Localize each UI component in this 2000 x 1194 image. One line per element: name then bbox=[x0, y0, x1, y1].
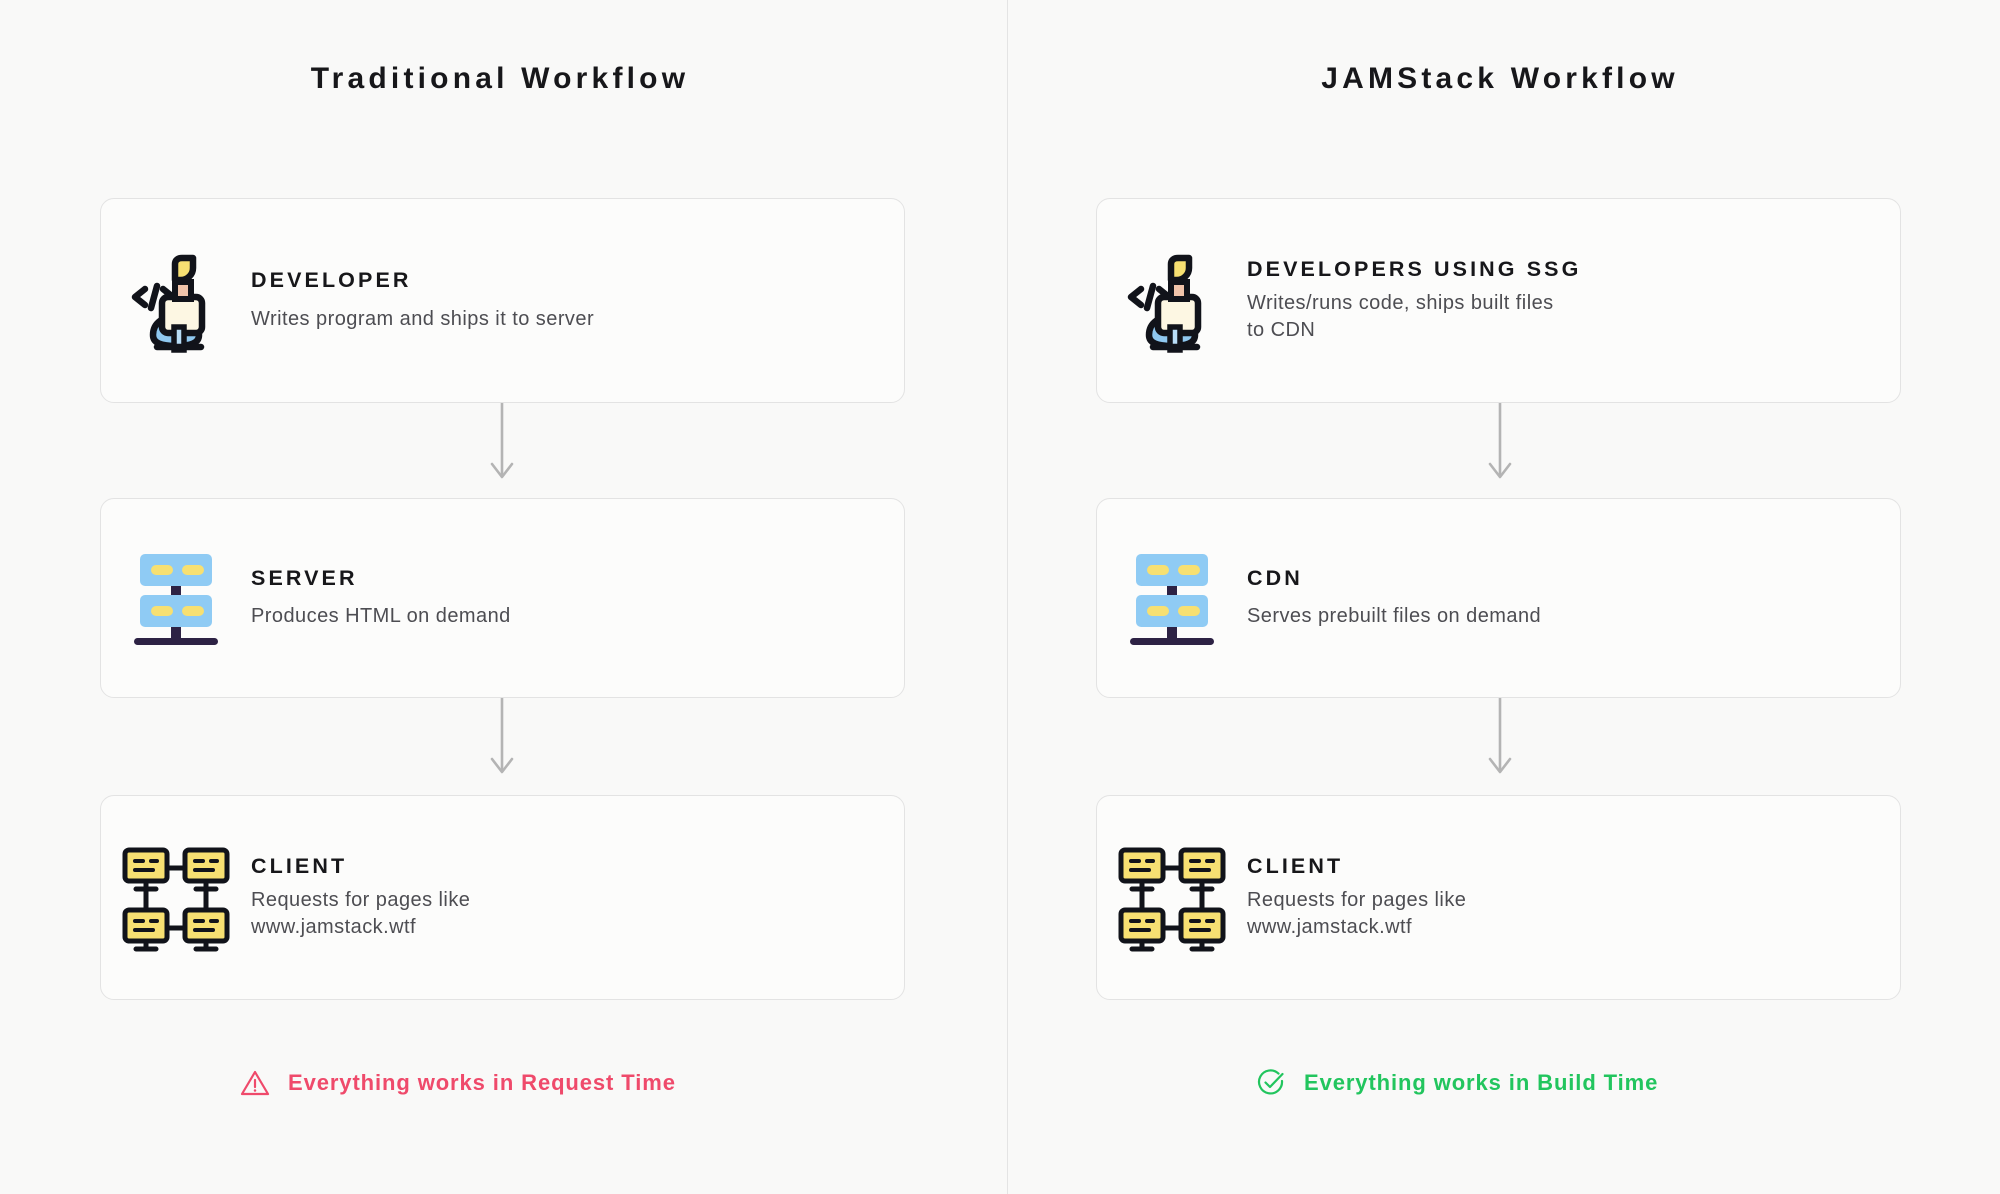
footer-label: Everything works in Build Time bbox=[1304, 1070, 1659, 1095]
client-network-icon bbox=[101, 842, 251, 954]
developer-icon bbox=[101, 242, 251, 360]
card-title: DEVELOPERS USING SSG bbox=[1247, 257, 1582, 282]
arrow-server-to-client bbox=[487, 698, 517, 780]
column-traditional: Traditional Workflow bbox=[100, 62, 905, 1098]
card-developer[interactable]: DEVELOPER Writes program and ships it to… bbox=[100, 198, 905, 403]
card-description: Writes program and ships it to server bbox=[251, 307, 595, 330]
client-network-icon bbox=[1097, 842, 1247, 954]
card-description: Requests for pages like www.jamstack.wtf bbox=[1247, 888, 1467, 938]
card-developer-text: DEVELOPER Writes program and ships it to… bbox=[251, 268, 904, 333]
card-description: Writes/runs code, ships built files to C… bbox=[1247, 291, 1554, 341]
card-title: CLIENT bbox=[1247, 854, 1344, 879]
developer-icon bbox=[1097, 242, 1247, 360]
warning-triangle-icon bbox=[240, 1068, 270, 1098]
column-divider bbox=[1007, 0, 1008, 1194]
card-description: Serves prebuilt files on demand bbox=[1247, 605, 1542, 628]
arrow-developer-to-server bbox=[487, 403, 517, 485]
card-cdn-text: CDN Serves prebuilt files on demand bbox=[1247, 566, 1900, 631]
column-jamstack: JAMStack Workflow bbox=[1000, 0, 2000, 1194]
card-client[interactable]: CLIENT Requests for pages like www.jamst… bbox=[1096, 795, 1901, 1000]
column-title-jamstack: JAMStack Workflow bbox=[1321, 62, 1679, 95]
card-title: CLIENT bbox=[251, 854, 348, 879]
server-icon bbox=[1097, 548, 1247, 648]
card-description: Produces HTML on demand bbox=[251, 605, 511, 628]
card-developers-using-ssg[interactable]: DEVELOPERS USING SSG Writes/runs code, s… bbox=[1096, 198, 1901, 403]
footer-jamstack: Everything works in Build Time bbox=[1256, 1068, 1658, 1098]
footer-traditional: Everything works in Request Time bbox=[240, 1068, 676, 1098]
card-client-text: CLIENT Requests for pages like www.jamst… bbox=[1247, 854, 1900, 941]
column-title-traditional: Traditional Workflow bbox=[310, 62, 690, 95]
card-title: SERVER bbox=[251, 565, 358, 590]
arrow-cdn-to-client bbox=[1485, 698, 1515, 780]
card-server-text: SERVER Produces HTML on demand bbox=[251, 566, 904, 631]
card-developers-using-ssg-text: DEVELOPERS USING SSG Writes/runs code, s… bbox=[1247, 257, 1900, 344]
card-cdn[interactable]: CDN Serves prebuilt files on demand bbox=[1096, 498, 1901, 698]
card-description: Requests for pages like www.jamstack.wtf bbox=[251, 888, 471, 938]
server-icon bbox=[101, 548, 251, 648]
arrow-developers-to-cdn bbox=[1485, 403, 1515, 485]
card-server[interactable]: SERVER Produces HTML on demand bbox=[100, 498, 905, 698]
footer-label: Everything works in Request Time bbox=[288, 1070, 676, 1095]
card-title: DEVELOPER bbox=[251, 268, 412, 293]
check-circle-icon bbox=[1256, 1068, 1286, 1098]
card-title: CDN bbox=[1247, 565, 1303, 590]
card-client[interactable]: CLIENT Requests for pages like www.jamst… bbox=[100, 795, 905, 1000]
card-client-text: CLIENT Requests for pages like www.jamst… bbox=[251, 854, 904, 941]
